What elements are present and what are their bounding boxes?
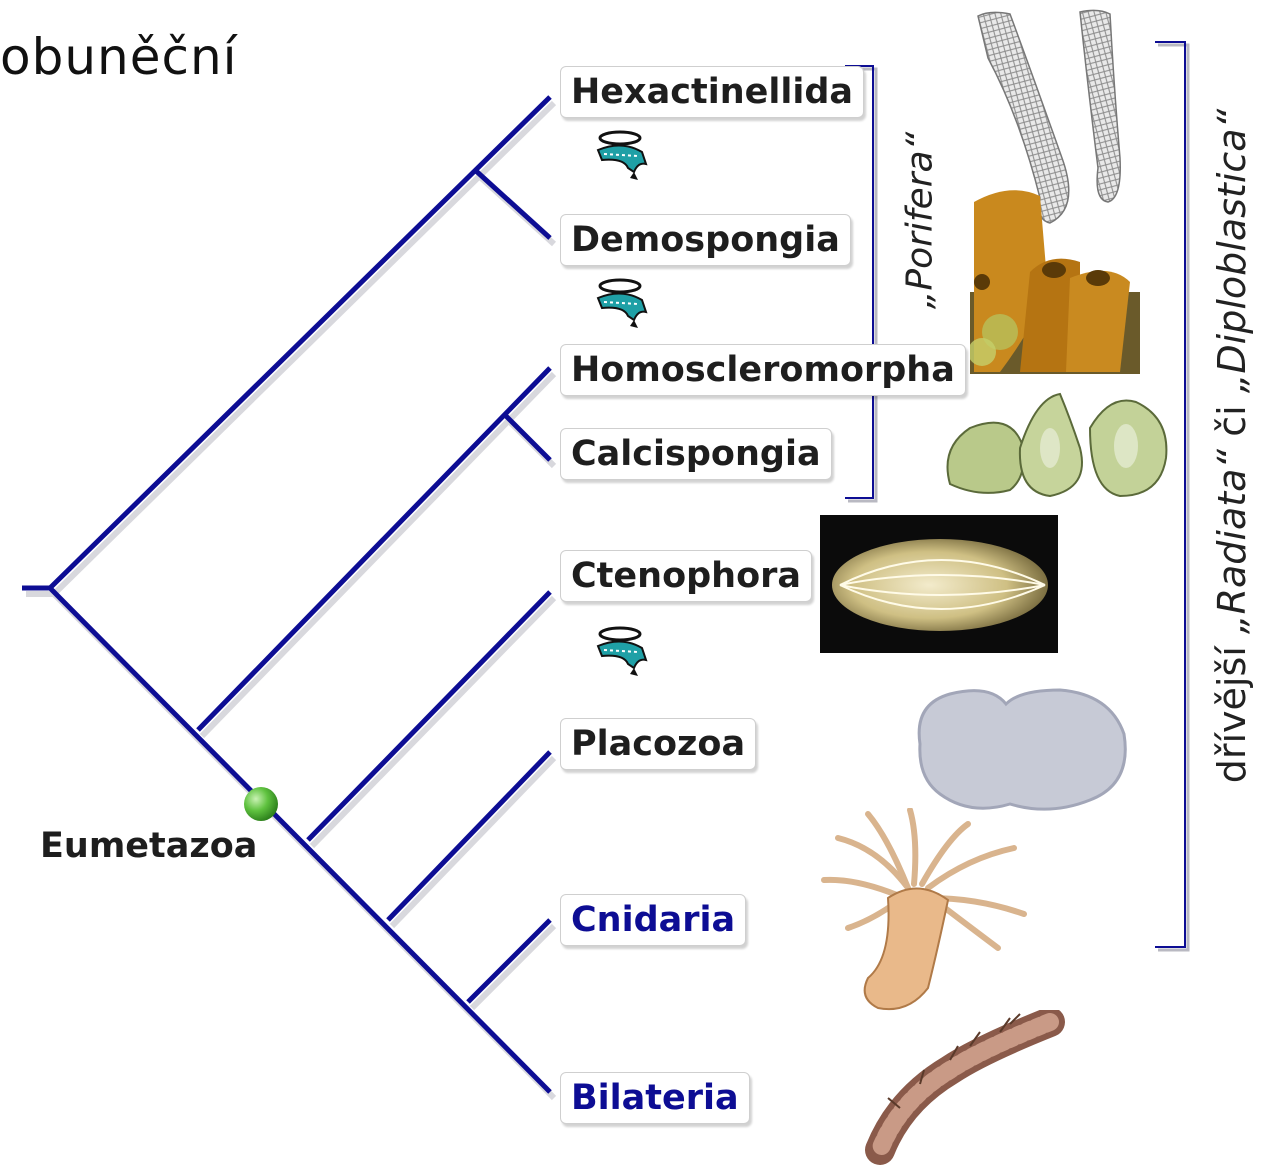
taxon-demospongia: Demospongia bbox=[560, 214, 851, 266]
eumetazoa-node bbox=[244, 787, 278, 821]
taxon-hexactinellida: Hexactinellida bbox=[560, 66, 864, 118]
porifera-bracket-label: „Porifera“ bbox=[900, 41, 941, 401]
cnidaria-branch bbox=[468, 920, 550, 1002]
diploblastica-bracket-label: dřívější „Radiata“ či „Diploblastica“ bbox=[1210, 86, 1254, 806]
porifera-bracket bbox=[845, 66, 876, 501]
demospongia-branch bbox=[475, 170, 550, 238]
taxon-bilateria[interactable]: Bilateria bbox=[560, 1072, 750, 1124]
porifera-text: „Porifera“ bbox=[900, 132, 941, 310]
ci-text: či bbox=[1210, 393, 1254, 449]
diploblastica-text: „Diploblastica“ bbox=[1210, 109, 1254, 394]
diplo-prefix-text: dřívější bbox=[1210, 634, 1254, 783]
taxon-ctenophora: Ctenophora bbox=[560, 550, 812, 602]
shrimp-hyperlink-icon[interactable] bbox=[594, 624, 650, 676]
homoscleromorpha-branch bbox=[198, 368, 550, 730]
eumetazoa-label: Eumetazoa bbox=[40, 826, 257, 866]
cnidaria-image bbox=[818, 808, 1034, 1026]
calcispongia-image bbox=[940, 388, 1184, 504]
taxon-cnidaria[interactable]: Cnidaria bbox=[560, 894, 746, 946]
placozoa-image bbox=[910, 684, 1132, 818]
shrimp-hyperlink-icon[interactable] bbox=[594, 276, 650, 328]
placozoa-branch bbox=[388, 752, 550, 920]
shrimp-hyperlink-icon[interactable] bbox=[594, 128, 650, 180]
ctenophora-image bbox=[820, 515, 1058, 653]
taxon-placozoa: Placozoa bbox=[560, 718, 756, 770]
taxon-calcispongia: Calcispongia bbox=[560, 428, 832, 480]
calcispongia-branch bbox=[505, 415, 550, 460]
demospongia-image bbox=[970, 182, 1140, 374]
bilateria-image bbox=[860, 1010, 1066, 1166]
radiata-text: „Radiata“ bbox=[1210, 449, 1254, 634]
